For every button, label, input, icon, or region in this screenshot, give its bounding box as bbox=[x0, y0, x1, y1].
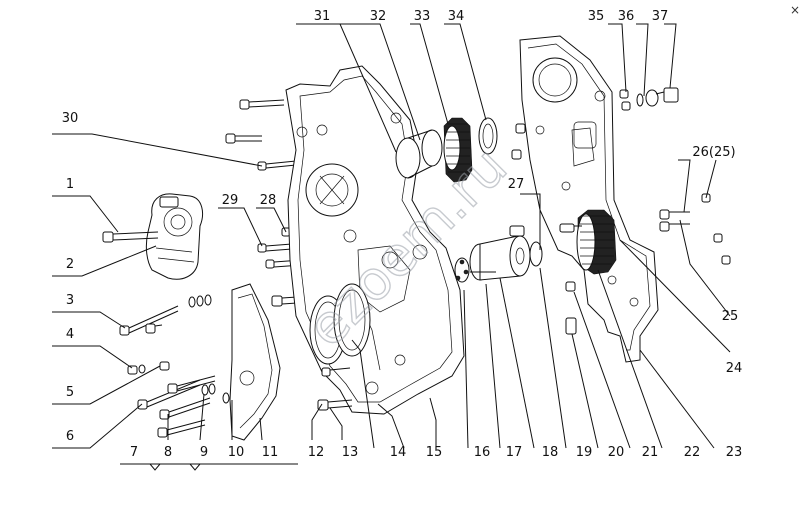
callout-4: 4 bbox=[66, 327, 74, 342]
callout-33: 33 bbox=[414, 9, 431, 24]
callout-5: 5 bbox=[66, 385, 74, 400]
callout-28: 28 bbox=[260, 193, 277, 208]
callout-19: 19 bbox=[576, 445, 593, 460]
callout-30: 30 bbox=[62, 111, 79, 126]
callout-37: 37 bbox=[652, 9, 669, 24]
callout-16: 16 bbox=[474, 445, 491, 460]
callout-32: 32 bbox=[370, 9, 387, 24]
callout-29: 29 bbox=[222, 193, 239, 208]
idler-shaft-16-19 bbox=[454, 225, 543, 283]
callout-13: 13 bbox=[342, 445, 359, 460]
callout-20: 20 bbox=[608, 445, 625, 460]
callout-17: 17 bbox=[506, 445, 523, 460]
callout-6: 6 bbox=[66, 429, 74, 444]
gaskets-12-14 bbox=[309, 283, 371, 411]
callout-26: 26(25) bbox=[692, 145, 735, 160]
callout-23: 23 bbox=[726, 445, 743, 460]
callout-35: 35 bbox=[588, 9, 605, 24]
parts-drawing bbox=[52, 23, 731, 471]
callout-27: 27 bbox=[508, 177, 525, 192]
callout-21: 21 bbox=[642, 445, 659, 460]
callout-22: 22 bbox=[684, 445, 701, 460]
leader-lines bbox=[52, 23, 731, 471]
callout-25: 25 bbox=[722, 309, 739, 324]
bolt-1 bbox=[102, 231, 159, 243]
callout-34: 34 bbox=[448, 9, 465, 24]
callout-3: 3 bbox=[66, 293, 74, 308]
callout-9: 9 bbox=[200, 445, 208, 460]
callout-11: 11 bbox=[262, 445, 279, 460]
tensioner-assembly bbox=[145, 193, 203, 280]
callout-1: 1 bbox=[66, 177, 74, 192]
rear-plate bbox=[519, 35, 659, 363]
corner-close-mark: × bbox=[790, 3, 800, 17]
callout-labels: 1 2 3 4 5 6 7 8 9 10 11 12 13 14 15 16 1… bbox=[62, 9, 743, 460]
callout-10: 10 bbox=[228, 445, 245, 460]
callout-8: 8 bbox=[164, 445, 172, 460]
callout-18: 18 bbox=[542, 445, 559, 460]
bolts-3-6 bbox=[119, 294, 238, 438]
callout-31: 31 bbox=[314, 9, 331, 24]
plate-gear bbox=[559, 209, 617, 275]
callout-24: 24 bbox=[726, 361, 743, 376]
callout-7: 7 bbox=[130, 445, 138, 460]
gear-assembly-31-34 bbox=[395, 117, 498, 183]
callout-2: 2 bbox=[66, 257, 74, 272]
callout-12: 12 bbox=[308, 445, 325, 460]
callout-36: 36 bbox=[618, 9, 635, 24]
callout-14: 14 bbox=[390, 445, 407, 460]
front-small-cover bbox=[229, 283, 281, 441]
callout-15: 15 bbox=[426, 445, 443, 460]
